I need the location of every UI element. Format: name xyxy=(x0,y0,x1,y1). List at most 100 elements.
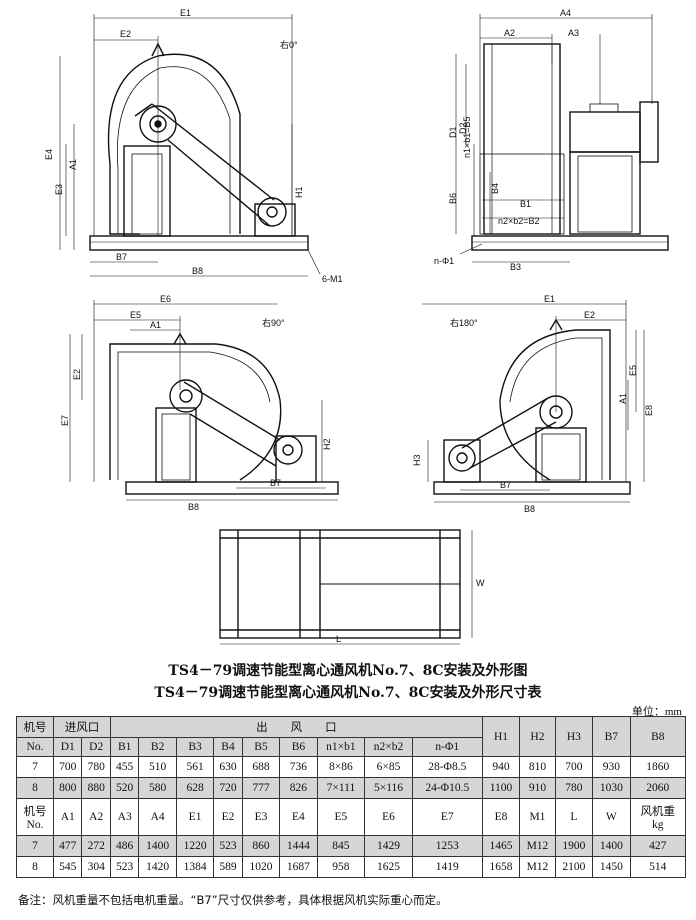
dim-B8: B8 xyxy=(192,266,203,276)
base-90 xyxy=(125,481,339,495)
table-cell: 24-Φ10.5 xyxy=(411,777,483,799)
outlet-flange xyxy=(479,153,565,235)
table-cell: 427 xyxy=(629,835,687,857)
fan-housing-180 xyxy=(499,329,611,481)
header-outlet: 出 风 口 xyxy=(109,716,483,738)
pedestal-side xyxy=(569,151,641,235)
header-sub: B6 xyxy=(279,737,318,757)
motor-180 xyxy=(443,439,481,483)
table-row: 7 700 780 455 510 561 630 688 736 8×86 6… xyxy=(16,756,687,778)
header-H1: H1 xyxy=(481,716,521,757)
table-cell: 1253 xyxy=(411,835,483,857)
table-cell: 8×86 xyxy=(316,756,366,778)
table-cell: 1860 xyxy=(629,756,687,778)
table-cell: 6×85 xyxy=(364,756,413,778)
base-side xyxy=(471,235,669,251)
dim-B8-90: B8 xyxy=(188,502,199,512)
table-cell: 580 xyxy=(138,777,177,799)
table-cell: 5×116 xyxy=(364,777,413,799)
table-cell: 455 xyxy=(109,756,140,778)
table-row: 7 477 272 486 1400 1220 523 860 1444 845… xyxy=(16,835,687,857)
dim-E7: E7 xyxy=(60,415,70,426)
table-cell: 28-Φ8.5 xyxy=(411,756,483,778)
table-cell: 940 xyxy=(481,756,521,778)
table-cell: 700 xyxy=(554,756,594,778)
rotation-label-180: 右180° xyxy=(450,317,478,328)
dim-n2b2: n2×b2=B2 xyxy=(498,216,540,226)
dim-B4: B4 xyxy=(490,183,500,194)
header-B7: B7 xyxy=(592,716,631,757)
header-sub: D2 xyxy=(81,737,111,757)
header-H3: H3 xyxy=(554,716,594,757)
header-cell: E3 xyxy=(241,798,281,836)
dim-E3: E3 xyxy=(54,184,64,195)
table-cell: 910 xyxy=(519,777,556,799)
table-cell: 510 xyxy=(138,756,177,778)
bearing-pedestal xyxy=(123,145,171,237)
dim-E4: E4 xyxy=(44,149,54,160)
table-cell: 2100 xyxy=(554,856,594,878)
dim-H3: H3 xyxy=(412,454,422,466)
table-cell: 589 xyxy=(213,856,243,878)
dim-L: L xyxy=(336,634,341,644)
table-cell: 477 xyxy=(52,835,83,857)
header-cell: E5 xyxy=(316,798,366,836)
header-cell: A4 xyxy=(138,798,177,836)
dim-A1-180: A1 xyxy=(618,393,628,404)
table-cell: 7 xyxy=(16,835,54,857)
header-sub: n-Φ1 xyxy=(411,737,483,757)
view-base-plan: W L xyxy=(219,529,485,645)
dim-E2: E2 xyxy=(120,29,131,39)
header-weight-unit: kg xyxy=(652,819,664,831)
dim-A2: A2 xyxy=(504,28,515,38)
table-cell: 688 xyxy=(241,756,281,778)
table-cell: 1658 xyxy=(481,856,521,878)
header-cell: E8 xyxy=(481,798,521,836)
table-cell: 523 xyxy=(109,856,140,878)
header-sub: B4 xyxy=(213,737,243,757)
header-cell: E4 xyxy=(279,798,318,836)
fan-housing xyxy=(107,53,241,235)
dim-D1: D1 xyxy=(448,126,458,138)
dim-A4: A4 xyxy=(560,8,571,18)
table-cell: 845 xyxy=(316,835,366,857)
table-cell: 1465 xyxy=(481,835,521,857)
table-cell: 2060 xyxy=(629,777,687,799)
dimension-table: 机号 进风口 出 风 口 H1 H2 H3 B7 B8 No. D1 D2 B1… xyxy=(16,716,687,878)
table-cell: 777 xyxy=(241,777,281,799)
dim-B6: B6 xyxy=(448,193,458,204)
dim-E5-180: E5 xyxy=(628,365,638,376)
table-cell: 8 xyxy=(16,856,54,878)
table-cell: 628 xyxy=(175,777,215,799)
header-cell: A3 xyxy=(109,798,140,836)
title-drawing: TS4－79调速节能型离心通风机No.7、8C安装及外形图 xyxy=(168,663,528,679)
header-cell: A1 xyxy=(52,798,83,836)
table-cell: 1900 xyxy=(554,835,594,857)
dim-A3: A3 xyxy=(568,28,579,38)
table-cell: M12 xyxy=(519,856,556,878)
fan-housing-90 xyxy=(109,343,282,481)
header-cell: A2 xyxy=(81,798,111,836)
table-cell: 304 xyxy=(81,856,111,878)
table-cell: 700 xyxy=(52,756,83,778)
belt xyxy=(151,103,275,201)
table-cell: 1450 xyxy=(592,856,631,878)
table-cell: 7 xyxy=(16,756,54,778)
header-weight-text: 风机重 xyxy=(640,806,676,818)
footnote: 备注：风机重量不包括电机重量。“B7”尺寸仅供参考，具体根据风机实际重心而定。 xyxy=(18,893,448,907)
table-cell: 720 xyxy=(213,777,243,799)
table-cell: 561 xyxy=(175,756,215,778)
dim-B1: B1 xyxy=(520,199,531,209)
dim-H1: H1 xyxy=(294,186,304,198)
bolt-label: 6-M1 xyxy=(322,274,343,284)
header-cell: E6 xyxy=(364,798,413,836)
motor-pulley xyxy=(257,197,287,227)
dim-B7-90: B7 xyxy=(270,478,281,488)
unit-label: 单位：mm xyxy=(631,706,682,718)
pedestal-180 xyxy=(535,427,587,483)
dim-W: W xyxy=(476,578,485,588)
dim-A1: A1 xyxy=(68,159,78,170)
table-cell: 1100 xyxy=(481,777,521,799)
